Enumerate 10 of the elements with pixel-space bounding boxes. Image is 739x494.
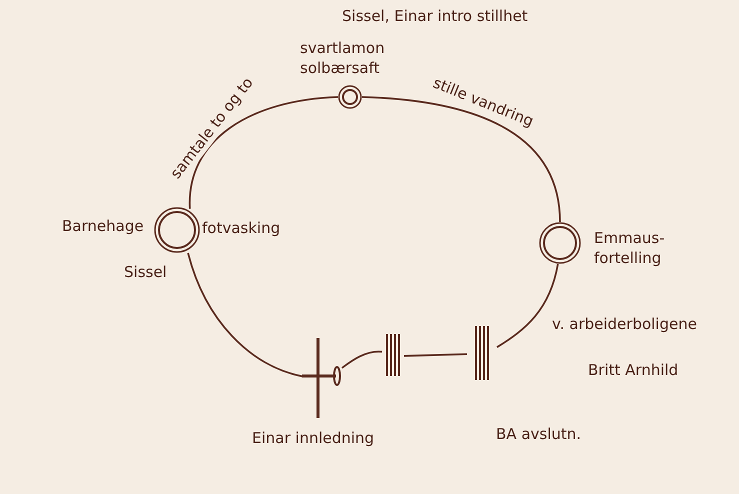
- route-line: [496, 264, 559, 348]
- circle-marker: [338, 85, 362, 109]
- circle-marker: [539, 222, 581, 264]
- route-line: [404, 353, 468, 357]
- circle-marker: [154, 207, 200, 253]
- route-line: [187, 252, 302, 378]
- route-line: [341, 350, 382, 369]
- route-line: [362, 96, 561, 222]
- cross-marker: [300, 336, 342, 420]
- route-line: [188, 96, 338, 209]
